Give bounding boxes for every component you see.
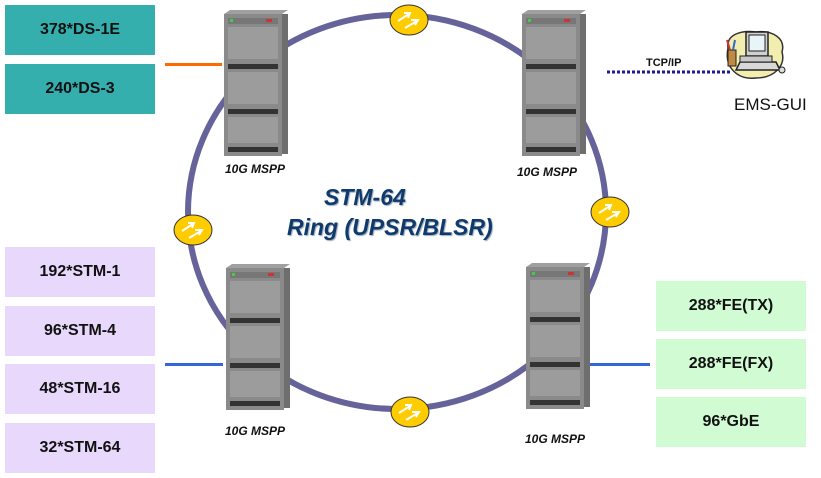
interface-box-ds3: 240*DS-3 [5, 64, 155, 114]
equipment-rack-icon [224, 10, 288, 156]
node-label-bottom-right: 10G MSPP [525, 432, 586, 446]
lightning-link-icon-top [389, 4, 429, 36]
ring-title-line1: STM-64 [324, 184, 406, 210]
blue-link-line-left [165, 363, 223, 366]
node-label-top-right: 10G MSPP [517, 165, 578, 179]
equipment-rack-icon [526, 263, 590, 409]
lightning-link-icon-left [173, 214, 213, 246]
lightning-link-icon-bottom [390, 396, 430, 428]
ems-gui-label: EMS-GUI [734, 95, 807, 114]
equipment-rack-icon [226, 264, 290, 410]
node-label-top-left: 10G MSPP [225, 162, 286, 176]
interface-box-stm1: 192*STM-1 [5, 247, 155, 297]
interface-box-fe-tx: 288*FE(TX) [656, 281, 806, 331]
interface-box-stm16: 48*STM-16 [5, 364, 155, 414]
equipment-rack-icon [522, 10, 586, 156]
interface-box-stm64: 32*STM-64 [5, 423, 155, 473]
tcp-ip-label: TCP/IP [646, 57, 682, 69]
ring-title-line2: Ring (UPSR/BLSR) [287, 214, 493, 240]
interface-box-gbe: 96*GbE [656, 397, 806, 447]
computer-workstation-icon [726, 30, 786, 79]
lightning-link-icon-right [590, 196, 630, 228]
node-label-bottom-left: 10G MSPP [225, 424, 286, 438]
interface-box-stm4: 96*STM-4 [5, 306, 155, 356]
interface-box-ds1e: 378*DS-1E [5, 5, 155, 55]
blue-link-line-right [590, 363, 650, 366]
orange-link-line [165, 63, 222, 66]
interface-box-fe-fx: 288*FE(FX) [656, 339, 806, 389]
